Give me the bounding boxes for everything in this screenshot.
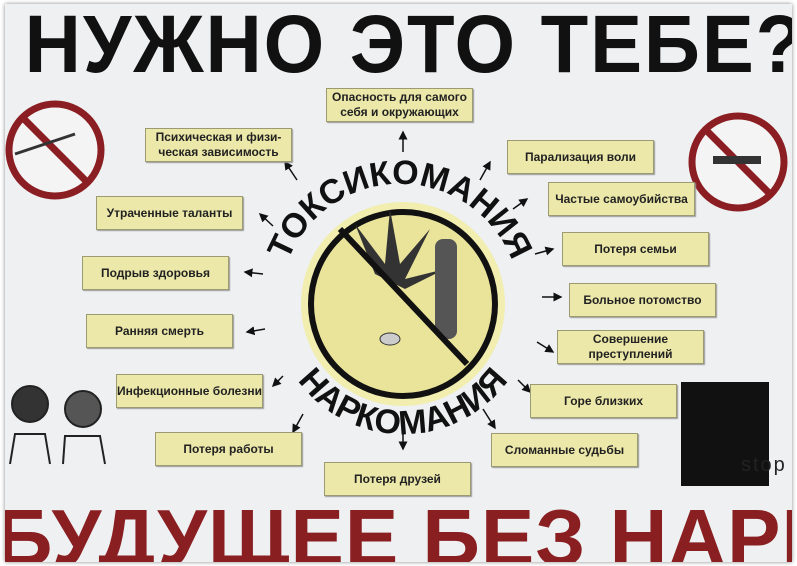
stop-hand-icon xyxy=(681,382,769,486)
consequence-box: Сломанные судьбы xyxy=(491,433,638,467)
bottom-slogan: БУДУЩЕЕ БЕЗ НАРКОТИКОВ xyxy=(5,493,792,562)
stop-text: stop xyxy=(741,454,787,476)
consequence-box: Ранняя смерть xyxy=(86,314,233,348)
consequence-box: Утраченные таланты xyxy=(96,196,243,230)
no-smoking-sign-icon xyxy=(688,112,788,212)
poster-title: НУЖНО ЭТО ТЕБЕ? xyxy=(24,4,792,90)
poster: НУЖНО ЭТО ТЕБЕ? ТОКСИКОМАНИЯ НАРКОМАНИЯ … xyxy=(5,4,792,562)
consequence-box: Потеря семьи xyxy=(562,232,709,266)
consequence-box: Частые самоубийства xyxy=(548,182,695,216)
consequence-box: Опасность для самого себя и окружающих xyxy=(326,88,473,122)
doctors-illustration xyxy=(9,385,106,465)
consequence-box: Больное потомство xyxy=(569,283,716,317)
consequence-box: Психическая и физи-ческая зависимость xyxy=(145,128,292,162)
consequence-box: Инфекционные болезни xyxy=(116,374,263,408)
consequence-box: Горе близких xyxy=(530,384,677,418)
consequence-box: Потеря друзей xyxy=(324,462,471,496)
consequence-box: Совершение преступлений xyxy=(557,330,704,364)
consequence-box: Потеря работы xyxy=(155,432,302,466)
no-drugs-emblem-icon xyxy=(301,202,505,406)
consequence-box: Парализация воли xyxy=(507,140,654,174)
poster-graphics: ТОКСИКОМАНИЯ НАРКОМАНИЯ xyxy=(5,100,788,465)
no-drugs-sign-icon xyxy=(5,100,105,200)
consequence-box: Подрыв здоровья xyxy=(82,256,229,290)
arrows xyxy=(243,130,563,451)
